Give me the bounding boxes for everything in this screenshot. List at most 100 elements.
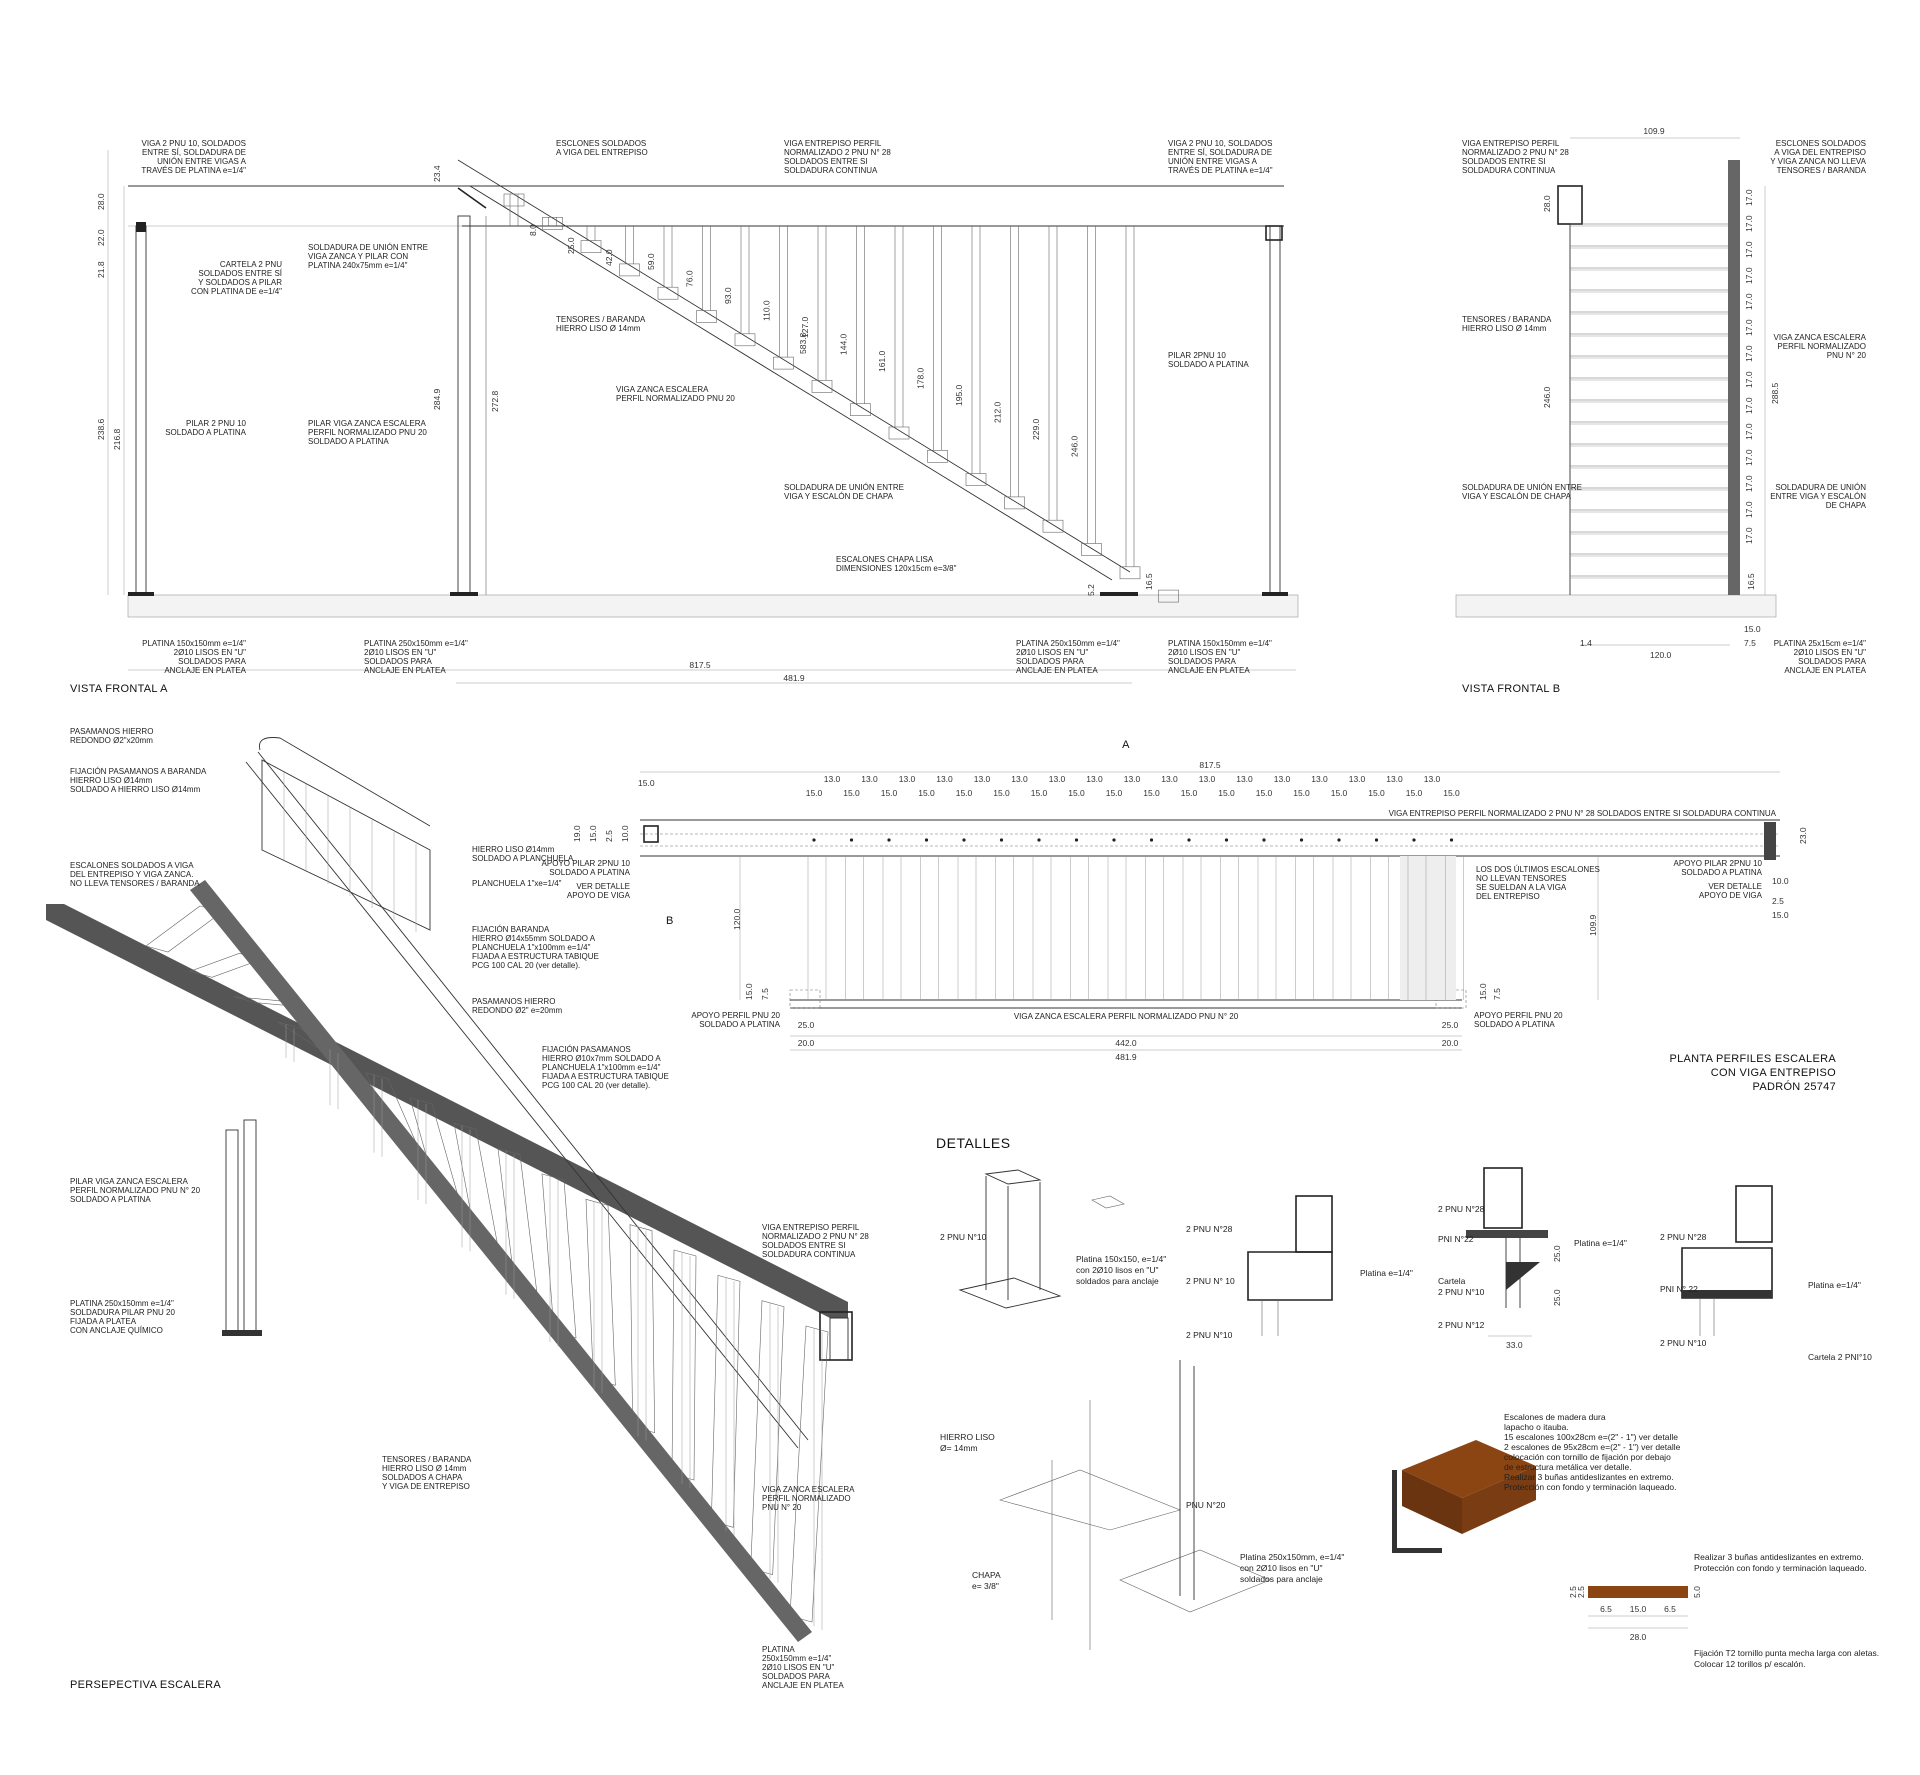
svg-text:HIERRO Ø10x7mm SOLDADO A: HIERRO Ø10x7mm SOLDADO A [542, 1054, 661, 1063]
plan-spacing-15: 15.0 [956, 788, 973, 798]
plan-view [640, 771, 1780, 1051]
svg-text:VIGA ENTREPISO PERFIL: VIGA ENTREPISO PERFIL [784, 139, 882, 148]
title-details: DETALLES [936, 1135, 1011, 1151]
tensor-height-label: 127.0 [800, 316, 810, 338]
svg-text:SOLDADOS ENTRE SI: SOLDADOS ENTRE SI [1462, 157, 1546, 166]
svg-text:APOYO PERFIL PNU 20: APOYO PERFIL PNU 20 [691, 1011, 780, 1020]
step-a [734, 333, 756, 347]
step-height-label: 17.0 [1744, 501, 1754, 518]
svg-text:VIGA ZANCA ESCALERA PERFIL NOR: VIGA ZANCA ESCALERA PERFIL NORMALIZADO P… [1014, 1012, 1239, 1021]
svg-text:SOLDADO A PLATINA: SOLDADO A PLATINA [1474, 1020, 1555, 1029]
svg-text:TENSORES / BARANDA: TENSORES / BARANDA [382, 1455, 472, 1464]
svg-text:PLATINA: PLATINA [762, 1645, 795, 1654]
beam-end-a [829, 1317, 849, 1361]
d1-base-plate [958, 1277, 1062, 1309]
svg-text:HIERRO LISO Ø 14mm: HIERRO LISO Ø 14mm [556, 324, 641, 333]
step-3d [789, 1325, 829, 1623]
svg-text:Protección con fondo y termina: Protección con fondo y terminación laque… [1504, 1482, 1676, 1492]
svg-text:VIGA ZANCA ESCALERA: VIGA ZANCA ESCALERA [616, 385, 709, 394]
plan-pillar-left [643, 825, 659, 843]
plan-rod-dot [1187, 838, 1191, 842]
plan-spacing-15: 15.0 [1293, 788, 1310, 798]
svg-text:Protección con fondo y termina: Protección con fondo y terminación laque… [1694, 1563, 1866, 1573]
plan-rod-dot [1449, 838, 1454, 842]
perspective-view [46, 737, 853, 1642]
svg-text:soldados para anclaje: soldados para anclaje [1076, 1276, 1159, 1286]
svg-text:CARTELA 2 PNU: CARTELA 2 PNU [220, 260, 282, 269]
svg-text:16.5: 16.5 [1746, 573, 1756, 590]
svg-text:ANCLAJE EN PLATEA: ANCLAJE EN PLATEA [1016, 666, 1098, 675]
plan-rod-dot [924, 838, 929, 842]
svg-text:ENTRE SÍ, SOLDADURA DE: ENTRE SÍ, SOLDADURA DE [142, 148, 246, 157]
svg-text:DEL ENTREPISO Y VIGA ZANCA.: DEL ENTREPISO Y VIGA ZANCA. [70, 870, 193, 879]
svg-text:15.0: 15.0 [1478, 983, 1488, 1000]
step-height-label: 17.0 [1744, 215, 1754, 232]
plan-rod-dot [887, 838, 891, 842]
tensor-height-label: 93.0 [723, 287, 733, 304]
stringer-bottom [469, 185, 1113, 581]
plan-spacing-13: 13.0 [1011, 774, 1028, 784]
svg-text:VIGA ENTREPISO PERFIL: VIGA ENTREPISO PERFIL [1462, 139, 1560, 148]
plan-spacing-13: 13.0 [1199, 774, 1216, 784]
left-pillar [135, 225, 147, 596]
svg-text:SOLDADOS PARA: SOLDADOS PARA [1168, 657, 1237, 666]
svg-text:20.0: 20.0 [798, 1038, 815, 1048]
svg-text:NO LLEVAN TENSORES: NO LLEVAN TENSORES [1476, 874, 1566, 883]
svg-text:583.8: 583.8 [798, 332, 808, 354]
svg-text:PNU N°20: PNU N°20 [1186, 1500, 1226, 1510]
svg-text:FIJACIÓN PASAMANOS A BARANDA: FIJACIÓN PASAMANOS A BARANDA [70, 767, 207, 776]
step-a [927, 449, 948, 463]
svg-text:ANCLAJE EN PLATEA: ANCLAJE EN PLATEA [1168, 666, 1250, 675]
svg-text:Platina e=1/4": Platina e=1/4" [1574, 1238, 1627, 1248]
svg-text:DE CHAPA: DE CHAPA [1826, 501, 1867, 510]
step-3d [671, 1249, 697, 1481]
svg-text:Cartela 2 PNI°10: Cartela 2 PNI°10 [1808, 1352, 1872, 1362]
svg-text:2 PNU N°28: 2 PNU N°28 [1438, 1204, 1485, 1214]
svg-text:15.0: 15.0 [638, 778, 655, 788]
svg-text:PILAR VIGA ZANCA ESCALERA: PILAR VIGA ZANCA ESCALERA [70, 1177, 188, 1186]
title-frontal-b: VISTA FRONTAL B [1462, 683, 1560, 695]
svg-text:2Ø10 LISOS EN "U": 2Ø10 LISOS EN "U" [762, 1663, 835, 1672]
plan-spacing-15: 15.0 [993, 788, 1010, 798]
title-plan-1: PLANTA PERFILES ESCALERA [1669, 1053, 1836, 1065]
plan-steps [807, 838, 1464, 1000]
step-height-label: 17.0 [1744, 345, 1754, 362]
step-3d [365, 1072, 420, 1150]
plan-spacing-13: 13.0 [899, 774, 916, 784]
svg-text:PLATINA 150x150mm e=1/4": PLATINA 150x150mm e=1/4" [142, 639, 246, 648]
d4-beam [1735, 1185, 1773, 1243]
tensor-height-label: 144.0 [839, 333, 849, 355]
svg-text:REDONDO Ø2" e=20mm: REDONDO Ø2" e=20mm [472, 1006, 563, 1015]
svg-text:25.0: 25.0 [1552, 1245, 1562, 1262]
step-height-label: 17.0 [1744, 241, 1754, 258]
step-a [503, 193, 525, 207]
svg-text:ESCLONES SOLDADOS: ESCLONES SOLDADOS [556, 139, 646, 148]
svg-text:15.0: 15.0 [1772, 910, 1789, 920]
wood-section [1588, 1586, 1688, 1598]
svg-text:20.0: 20.0 [1442, 1038, 1459, 1048]
svg-text:VIGA Y ESCALÓN DE CHAPA: VIGA Y ESCALÓN DE CHAPA [784, 492, 894, 501]
svg-text:28.0: 28.0 [1542, 195, 1552, 212]
step-3d [277, 1021, 341, 1055]
step-a [580, 240, 602, 253]
svg-text:CON ANCLAJE QUÍMICO: CON ANCLAJE QUÍMICO [70, 1326, 163, 1335]
details-text: 2 PNU N°10 Platina 150x150, e=1/4" con 2… [940, 1204, 1879, 1669]
step-3d [145, 905, 223, 953]
svg-text:soldados para anclaje: soldados para anclaje [1240, 1574, 1323, 1584]
svg-text:APOYO DE VIGA: APOYO DE VIGA [567, 891, 631, 900]
step-height-label: 17.0 [1744, 293, 1754, 310]
plan-spacing-15: 15.0 [1031, 788, 1048, 798]
right-pillar [1269, 225, 1281, 596]
step-height-label: 17.0 [1744, 397, 1754, 414]
step-3d [321, 1046, 381, 1102]
step-3d [629, 1224, 655, 1434]
plan-spacing-15: 15.0 [1331, 788, 1348, 798]
svg-text:SE SUELDAN A LA VIGA: SE SUELDAN A LA VIGA [1476, 883, 1567, 892]
svg-text:2.5: 2.5 [1576, 1586, 1586, 1598]
step-height-label: 17.0 [1744, 423, 1754, 440]
svg-text:HIERRO LISO Ø 14mm: HIERRO LISO Ø 14mm [1462, 324, 1547, 333]
svg-text:colocación con tornillo de fij: colocación con tornillo de fijación por … [1504, 1452, 1671, 1462]
ground-slab-b [1455, 594, 1777, 618]
d5-footing [1119, 1549, 1271, 1613]
